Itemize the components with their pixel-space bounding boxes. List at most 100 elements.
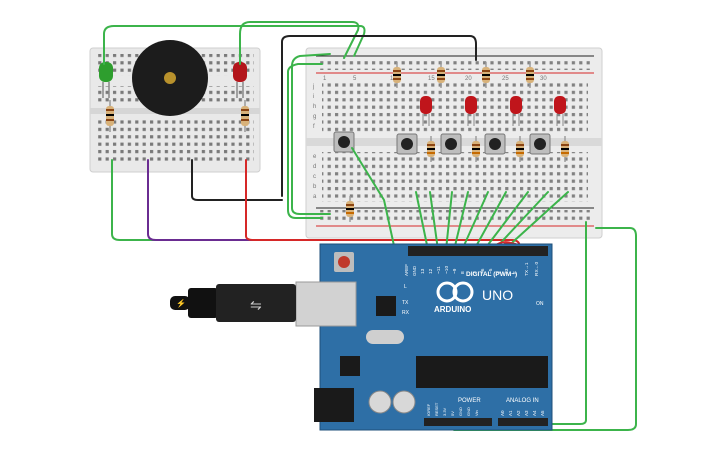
wire-green — [445, 191, 453, 251]
gnd-label: GND — [412, 265, 417, 276]
row-letter: c — [313, 174, 316, 180]
col-num: 15 — [428, 76, 435, 82]
resistor — [526, 62, 534, 88]
pin-label: 13 — [420, 268, 426, 274]
wire-green — [493, 191, 549, 251]
wire-black — [281, 35, 477, 197]
aref-label: AREF — [404, 264, 409, 276]
resistor — [346, 196, 354, 222]
rx-label: RX — [402, 310, 410, 316]
pin-label: ~11 — [436, 266, 442, 274]
row-letter: b — [313, 184, 317, 190]
row-letter: j — [312, 84, 314, 90]
pin-label: A3 — [524, 410, 529, 416]
pushbutton — [484, 133, 506, 155]
wire-green — [111, 159, 321, 241]
pushbutton — [333, 131, 355, 153]
pushbutton — [396, 133, 418, 155]
analog-pin-labels: A0 A1 A2 A3 A4 A5 — [500, 410, 545, 416]
pin-label: Vin — [474, 410, 479, 416]
wire-green — [453, 227, 637, 431]
digital-pin-labels: 13 12 ~11 ~10 ~9 8 7 ~6 ~5 4 ~3 2 TX→1 R… — [420, 262, 540, 276]
pin-label: ~5 — [488, 268, 494, 274]
col-num: 25 — [502, 76, 509, 82]
pin-label: ~3 — [504, 268, 510, 274]
resistor — [472, 136, 480, 162]
row-letter: i — [313, 94, 314, 100]
resistor-small-left[interactable] — [106, 100, 114, 132]
digital-label: DIGITAL (PWM~) — [466, 271, 517, 278]
power-label: POWER — [458, 398, 481, 404]
pin-label: ~10 — [444, 266, 450, 274]
resistor — [482, 62, 490, 88]
usb-cable[interactable]: ⚡ ⇋ — [170, 284, 296, 322]
pin-label: ~9 — [452, 268, 458, 274]
red-led-small-board[interactable] — [233, 62, 247, 98]
wire-green — [287, 63, 323, 219]
arduino-logo — [436, 281, 474, 303]
arduino-uno-board[interactable] — [295, 243, 553, 431]
pin-label: TX→1 — [524, 262, 530, 276]
wire-green — [461, 191, 489, 251]
wire-purple — [147, 159, 323, 241]
pin-label: GND — [466, 407, 471, 416]
col-num: 1 — [323, 76, 327, 82]
wire-green — [473, 191, 507, 251]
row-letter: g — [313, 114, 316, 120]
piezo-buzzer[interactable] — [132, 40, 208, 116]
wire-green — [459, 221, 587, 425]
pin-label: 12 — [428, 268, 434, 274]
pin-label: ~6 — [480, 268, 486, 274]
model-label: UNO — [482, 287, 513, 303]
resistor — [393, 62, 401, 88]
pin-label: 5V — [450, 411, 455, 416]
brand-label: ARDUINO — [434, 305, 471, 314]
col-num: 30 — [540, 76, 547, 82]
col-num: 5 — [353, 76, 357, 82]
pin-label: RX←0 — [534, 262, 540, 276]
tx-label: TX — [402, 300, 409, 306]
power-pin-labels: IOREF RESET 3.3V 5V GND GND Vin — [426, 402, 479, 416]
row-letter: e — [313, 154, 317, 160]
red-led — [554, 96, 566, 126]
wire-green — [239, 21, 360, 65]
arduino-labels: ARDUINO UNO DIGITAL (PWM~) POWER ANALOG … — [402, 264, 544, 404]
pushbutton-row[interactable] — [333, 131, 551, 155]
red-led — [420, 96, 432, 126]
resistor-row-buttons[interactable] — [346, 136, 569, 222]
wire-green — [503, 191, 569, 251]
usb-icon: ⇋ — [250, 297, 262, 313]
resistor — [516, 136, 524, 162]
wire-green — [103, 25, 366, 65]
pin-label: 7 — [472, 271, 478, 274]
resistor-row-top[interactable] — [393, 62, 534, 88]
pushbutton — [440, 133, 462, 155]
resistor-small-right[interactable] — [241, 100, 249, 132]
resistor — [427, 136, 435, 162]
wire-green — [415, 191, 429, 251]
pin-label: 8 — [460, 271, 466, 274]
lightning-icon: ⚡ — [176, 298, 186, 308]
pin-label: A2 — [516, 410, 521, 416]
pin-label: A5 — [540, 410, 545, 416]
row-letter: h — [313, 104, 316, 110]
red-led — [510, 96, 522, 126]
wire-black — [191, 159, 283, 201]
pin-label: 3.3V — [442, 407, 447, 416]
on-label: ON — [536, 301, 544, 307]
resistor — [561, 136, 569, 162]
pin-label: IOREF — [426, 403, 431, 416]
wire-green — [483, 191, 529, 251]
wires[interactable] — [103, 21, 637, 431]
pushbutton — [529, 133, 551, 155]
pin-label: 2 — [512, 271, 518, 274]
row-letter: f — [313, 124, 315, 130]
pin-label: A1 — [508, 410, 513, 416]
green-led[interactable] — [99, 62, 113, 98]
wire-green — [453, 191, 469, 251]
row-letters: j i h g f e d c b a — [312, 84, 317, 200]
pin-label: A0 — [500, 410, 505, 416]
red-led-row[interactable] — [420, 96, 566, 126]
pin-label: A4 — [532, 410, 537, 416]
